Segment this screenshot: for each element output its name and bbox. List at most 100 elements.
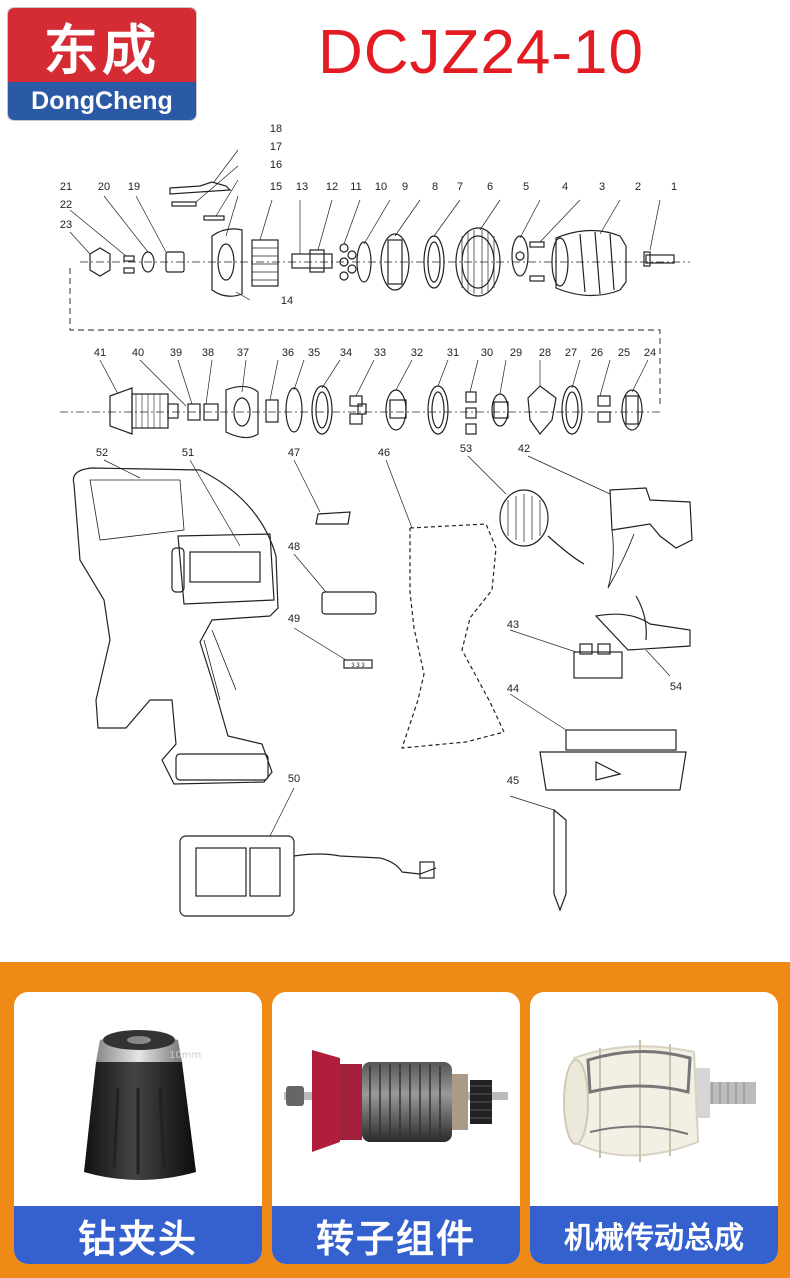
- part-number: 34: [340, 347, 352, 359]
- part-number: 22: [60, 199, 72, 211]
- part-number: 32: [411, 347, 423, 359]
- product-caption: 转子组件: [272, 1206, 520, 1264]
- part-42-switch: [607, 487, 693, 589]
- part-50-charger: [179, 835, 437, 917]
- part-number: 18: [270, 123, 282, 135]
- part-12-spindle: [291, 249, 333, 273]
- part-number: 7: [457, 181, 463, 193]
- part-16-18-clip: [169, 181, 232, 221]
- part-number-labels: 1 2 3 4 5 6 7 8 9 10 11 12 13 14 15 16 1…: [60, 123, 682, 787]
- part-44-battery: [539, 729, 687, 791]
- part-49-nameplate: [343, 659, 373, 669]
- part-number: 29: [510, 347, 522, 359]
- product-banner: 10mm 钻夹头 转子组件: [0, 962, 790, 1278]
- part-number: 54: [670, 681, 682, 693]
- part-number: 52: [96, 447, 108, 459]
- part-number: 44: [507, 683, 519, 695]
- part-number: 38: [202, 347, 214, 359]
- part-number: 46: [378, 447, 390, 459]
- part-number: 23: [60, 219, 72, 231]
- part-15-housing: [211, 228, 243, 297]
- rotor-photo-icon: [284, 1050, 508, 1152]
- part-number: 35: [308, 347, 320, 359]
- part-4-plate: [511, 235, 529, 277]
- part-number: 8: [432, 181, 438, 193]
- part-number: 25: [618, 347, 630, 359]
- part-5-ring-gear: [455, 227, 501, 297]
- nameplate-text: 3 3 3: [351, 663, 365, 669]
- product-caption: 钻夹头: [14, 1206, 262, 1264]
- part-number: 31: [447, 347, 459, 359]
- part-36-plate: [265, 399, 279, 423]
- gearbox-photo-icon: [563, 1040, 756, 1162]
- part-number: 45: [507, 775, 519, 787]
- svg-text:10mm: 10mm: [169, 1050, 201, 1061]
- part-number: 13: [296, 181, 308, 193]
- part-number: 15: [270, 181, 282, 193]
- part-number: 36: [282, 347, 294, 359]
- part-47-tag: [315, 511, 351, 525]
- model-number: DCJZ24-10: [318, 18, 644, 87]
- part-number: 42: [518, 443, 530, 455]
- part-number: 27: [565, 347, 577, 359]
- part-number: 48: [288, 541, 300, 553]
- part-34-ring-gear: [311, 385, 333, 435]
- part-3-screws: [529, 241, 545, 282]
- part-number: 14: [281, 295, 293, 307]
- part-46-wires: [401, 523, 505, 749]
- part-number: 11: [350, 181, 361, 193]
- product-caption: 机械传动总成: [530, 1206, 778, 1264]
- part-number: 9: [402, 181, 408, 193]
- part-number: 53: [460, 443, 472, 455]
- part-number: 50: [288, 773, 300, 785]
- part-25-planet: [597, 395, 611, 423]
- logo-chinese-name: 东成: [8, 8, 196, 82]
- part-23-nut: [89, 247, 111, 277]
- part-number: 39: [170, 347, 182, 359]
- part-54-board: [594, 595, 691, 651]
- part-33-gears: [349, 395, 367, 425]
- part-24-plate: [621, 389, 643, 431]
- part-number: 24: [644, 347, 656, 359]
- part-number: 43: [507, 619, 519, 631]
- part-9-balls: [339, 243, 357, 281]
- exploded-parts-diagram: 1 2 3 4 5 6 7 8 9 10 11 12 13 14 15 16 1…: [60, 123, 693, 917]
- part-7-carrier: [380, 233, 410, 291]
- part-number: 4: [562, 181, 568, 193]
- product-card-chuck[interactable]: 10mm 钻夹头: [14, 992, 262, 1264]
- part-2-chuck-sleeve: [551, 229, 627, 297]
- logo-english-name: DongCheng: [8, 82, 196, 120]
- part-26-ring-gear: [561, 385, 583, 435]
- part-37-motor-mount: [225, 385, 259, 439]
- part-19-bearing: [165, 251, 185, 273]
- part-32-carrier: [385, 389, 407, 431]
- part-number: 26: [591, 347, 603, 359]
- part-48-label: [321, 591, 377, 615]
- part-8-washer: [356, 241, 372, 283]
- part-number: 51: [182, 447, 194, 459]
- drill-chuck-photo-icon: 10mm: [84, 1030, 201, 1180]
- part-number: 2: [635, 181, 641, 193]
- part-number: 41: [94, 347, 106, 359]
- part-31-ring: [427, 385, 449, 435]
- part-29-carrier: [491, 393, 509, 427]
- part-41-rotor: [109, 387, 179, 435]
- part-28-disc: [527, 385, 557, 435]
- part-13-gear-stack: [251, 239, 279, 287]
- part-number: 3: [599, 181, 605, 193]
- product-card-gearbox[interactable]: 机械传动总成: [530, 992, 778, 1264]
- part-43-terminal: [573, 643, 623, 679]
- part-number: 12: [326, 181, 338, 193]
- part-number: 28: [539, 347, 551, 359]
- part-number: 47: [288, 447, 300, 459]
- part-39-pinion: [187, 403, 201, 421]
- part-38-bearing: [203, 403, 219, 421]
- part-number: 1: [671, 181, 677, 193]
- product-card-rotor[interactable]: 转子组件: [272, 992, 520, 1264]
- part-number: 6: [487, 181, 493, 193]
- part-45-bit: [553, 808, 567, 912]
- part-number: 49: [288, 613, 300, 625]
- part-number: 10: [375, 181, 387, 193]
- part-number: 16: [270, 159, 282, 171]
- part-51-52-housing: [72, 467, 279, 785]
